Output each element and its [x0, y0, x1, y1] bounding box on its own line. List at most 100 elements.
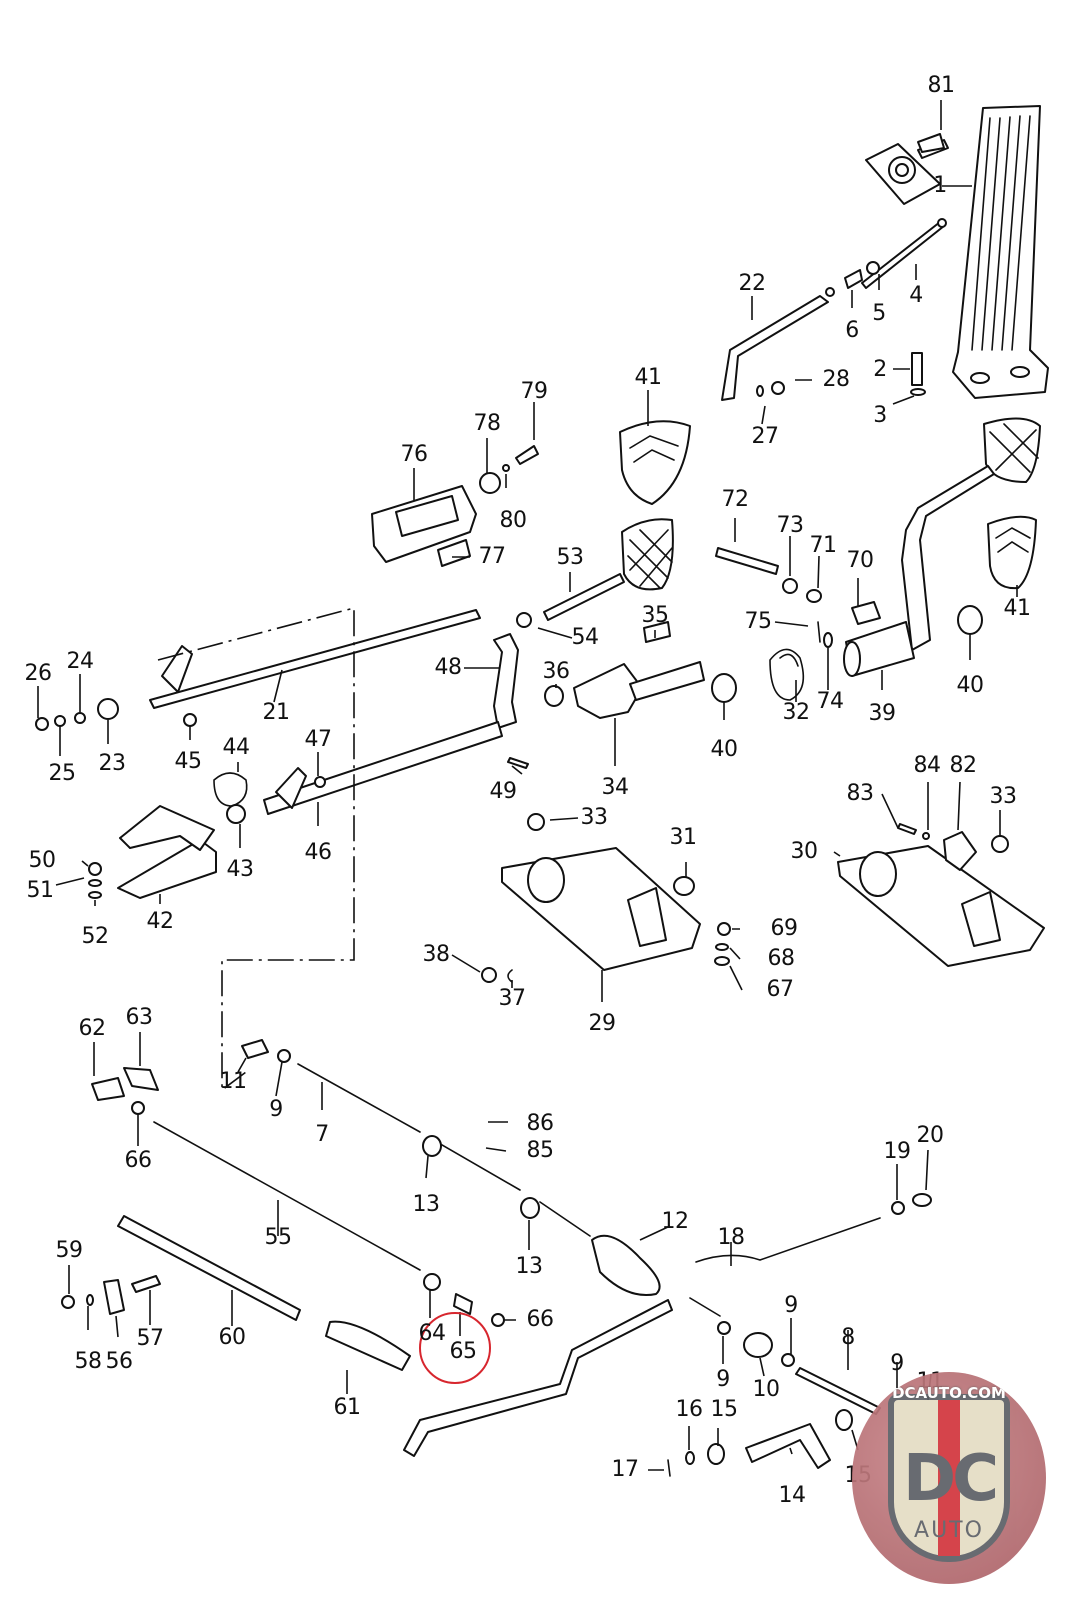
nut-66-lower — [491, 1313, 505, 1327]
cable-guide-tube-60 — [117, 1215, 301, 1321]
nut-28 — [771, 381, 785, 395]
callout-40-left: 40 — [710, 737, 739, 762]
callout-23: 23 — [98, 751, 127, 776]
clevis-62 — [91, 1077, 125, 1101]
lock-washer-51 — [88, 879, 102, 887]
callout-66-lower: 66 — [526, 1307, 555, 1332]
callout-36: 36 — [542, 659, 571, 684]
highlight-circle — [419, 1312, 491, 1384]
callout-76: 76 — [400, 442, 429, 467]
callout-43: 43 — [226, 857, 255, 882]
callout-47: 47 — [304, 727, 333, 752]
guide-13-lower — [520, 1197, 540, 1219]
callout-13-upper: 13 — [412, 1192, 441, 1217]
washer-27 — [756, 385, 764, 397]
callout-40-right: 40 — [956, 673, 985, 698]
washer-52 — [88, 891, 102, 899]
brake-pedal-pad — [983, 417, 1041, 483]
switch-82 — [943, 831, 977, 871]
adjuster-64 — [423, 1273, 441, 1291]
callout-41-top: 41 — [634, 365, 663, 390]
bolt-81 — [917, 133, 945, 153]
bushing-31 — [673, 876, 695, 896]
callout-79: 79 — [520, 379, 549, 404]
callout-52: 52 — [81, 924, 110, 949]
washer-71 — [806, 589, 822, 603]
callout-62: 62 — [78, 1016, 107, 1041]
callout-60: 60 — [218, 1325, 247, 1350]
callout-37: 37 — [498, 986, 527, 1011]
callout-69: 69 — [770, 916, 799, 941]
callout-9-right: 9 — [890, 1351, 904, 1376]
leader-lines — [37, 100, 1018, 1471]
callout-24: 24 — [66, 649, 95, 674]
callout-68: 68 — [767, 946, 796, 971]
nut-9-upper — [277, 1049, 291, 1063]
accelerator-pedal — [952, 105, 1049, 399]
callout-70: 70 — [846, 548, 875, 573]
bushing-43 — [226, 804, 246, 824]
callout-64: 64 — [418, 1321, 447, 1346]
clip-37 — [507, 969, 513, 983]
callout-71: 71 — [809, 533, 838, 558]
washer-84 — [922, 832, 930, 840]
callout-72: 72 — [721, 487, 750, 512]
watermark-site: DCAUTO.COM — [892, 1384, 1006, 1402]
lock-washer-68 — [715, 943, 729, 951]
callout-29: 29 — [588, 1011, 617, 1036]
callout-80: 80 — [499, 508, 528, 533]
callout-1: 1 — [933, 173, 947, 198]
callout-53: 53 — [556, 545, 585, 570]
callout-46: 46 — [304, 840, 333, 865]
callout-75: 75 — [744, 609, 773, 634]
washer-67 — [714, 956, 730, 966]
nut-19 — [891, 1201, 905, 1215]
nut-69 — [717, 922, 731, 936]
callout-77: 77 — [478, 544, 507, 569]
guide-13-upper — [422, 1135, 442, 1157]
pedal-shaft-53 — [543, 573, 625, 621]
callout-11-upper: 11 — [219, 1069, 248, 1094]
sleeve-65 — [453, 1293, 473, 1315]
callout-41-right: 41 — [1003, 596, 1032, 621]
callout-9-mid: 9 — [716, 1367, 730, 1392]
nut-54 — [516, 612, 532, 628]
bushing-36 — [544, 685, 564, 707]
clamp-56 — [103, 1279, 125, 1315]
bushing-15-right — [835, 1409, 853, 1431]
callout-3: 3 — [873, 403, 887, 428]
callout-33-right: 33 — [989, 784, 1018, 809]
callout-44: 44 — [222, 735, 251, 760]
nut-9-mid — [717, 1321, 731, 1335]
callout-63: 63 — [125, 1005, 154, 1030]
bushing-15-left — [707, 1443, 725, 1465]
callout-19: 19 — [883, 1139, 912, 1164]
bushing-40-left — [711, 673, 737, 703]
washer-74 — [823, 632, 833, 648]
pin-77 — [437, 539, 471, 567]
callout-54: 54 — [571, 625, 600, 650]
clutch-pedal-bracket-34 — [573, 663, 643, 719]
callout-65: 65 — [449, 1339, 478, 1364]
callout-6: 6 — [845, 318, 859, 343]
callout-26: 26 — [24, 661, 53, 686]
callout-56: 56 — [105, 1349, 134, 1374]
nut-66-upper — [131, 1101, 145, 1115]
washer-25 — [54, 715, 66, 727]
callout-12: 12 — [661, 1209, 690, 1234]
callout-15-left: 15 — [710, 1397, 739, 1422]
pin-75 — [817, 621, 821, 643]
rubber-boot-12 — [591, 1234, 661, 1296]
callout-67: 67 — [766, 977, 795, 1002]
pin-49 — [507, 757, 529, 769]
callout-34: 34 — [601, 775, 630, 800]
clutch-cable-55 — [153, 1121, 421, 1271]
callout-9-upper: 9 — [269, 1097, 283, 1122]
rod-18 — [695, 1217, 881, 1263]
callout-32: 32 — [782, 700, 811, 725]
lever-48 — [493, 633, 519, 729]
bolt-2 — [911, 352, 923, 386]
callout-48: 48 — [434, 655, 463, 680]
